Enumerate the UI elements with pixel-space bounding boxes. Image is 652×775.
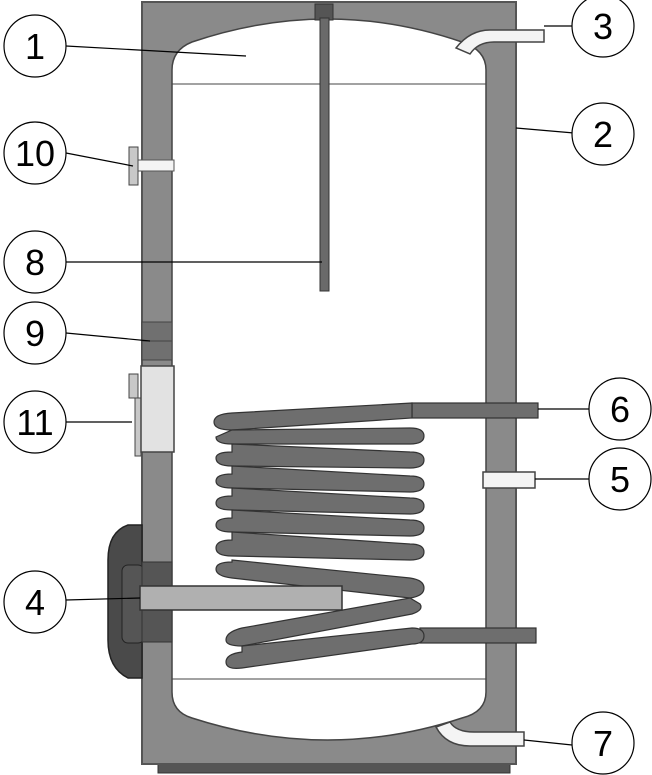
coil-turn-1 bbox=[213, 402, 413, 431]
callout-6-label: 6 bbox=[610, 389, 630, 430]
coil-upper-pipe bbox=[411, 402, 539, 419]
leader-lines bbox=[65, 25, 590, 746]
callout-1-label: 1 bbox=[25, 26, 45, 67]
leader-1 bbox=[65, 45, 247, 57]
callout-9: 9 bbox=[3, 301, 67, 365]
cold-water-pipe bbox=[482, 471, 536, 489]
hot-water-outlet-pipe bbox=[454, 29, 545, 55]
callout-8: 8 bbox=[3, 230, 67, 294]
callout-1: 1 bbox=[3, 14, 67, 78]
heater-rod bbox=[139, 585, 343, 611]
callout-3-label: 3 bbox=[593, 6, 613, 47]
coil-turn-4 bbox=[215, 465, 425, 493]
coil-turn-2 bbox=[215, 427, 425, 445]
leader-9 bbox=[65, 332, 151, 342]
callout-8-label: 8 bbox=[25, 242, 45, 283]
sensor-plug bbox=[128, 146, 139, 186]
callout-9-label: 9 bbox=[25, 313, 45, 354]
anode-rod bbox=[319, 17, 330, 292]
leader-7 bbox=[523, 739, 573, 746]
callout-2: 2 bbox=[571, 102, 635, 166]
callout-6: 6 bbox=[588, 377, 652, 441]
callout-4-label: 4 bbox=[25, 582, 45, 623]
callout-4: 4 bbox=[3, 570, 67, 634]
coil-turn-7 bbox=[215, 531, 425, 561]
callout-11: 11 bbox=[3, 390, 67, 454]
sensor-pipe bbox=[135, 159, 175, 172]
callout-3: 3 bbox=[571, 0, 635, 58]
coil-turn-9 bbox=[225, 597, 422, 647]
callouts: 1 2 3 4 5 6 7 8 bbox=[3, 0, 652, 775]
callout-10: 10 bbox=[3, 121, 67, 185]
callout-7: 7 bbox=[571, 711, 635, 775]
callout-5-label: 5 bbox=[610, 459, 630, 500]
callout-10-label: 10 bbox=[15, 133, 55, 174]
leader-4 bbox=[65, 597, 141, 601]
inspection-flange bbox=[140, 365, 175, 453]
inspection-knob bbox=[128, 373, 139, 399]
coil-lower-pipe bbox=[419, 627, 537, 644]
callout-7-label: 7 bbox=[593, 723, 613, 764]
coil-turn-3 bbox=[215, 443, 425, 469]
leader-2 bbox=[515, 127, 575, 134]
inspection-cover bbox=[134, 397, 142, 457]
leader-10 bbox=[65, 152, 134, 167]
callout-11-label: 11 bbox=[16, 402, 53, 443]
callout-2-label: 2 bbox=[593, 114, 613, 155]
heat-exchanger-coil bbox=[213, 402, 539, 669]
coil-turn-6 bbox=[215, 509, 425, 537]
coil-turn-10 bbox=[225, 627, 425, 669]
callout-5: 5 bbox=[588, 447, 652, 511]
drain-pipe bbox=[434, 721, 525, 747]
coil-turn-5 bbox=[215, 487, 425, 515]
